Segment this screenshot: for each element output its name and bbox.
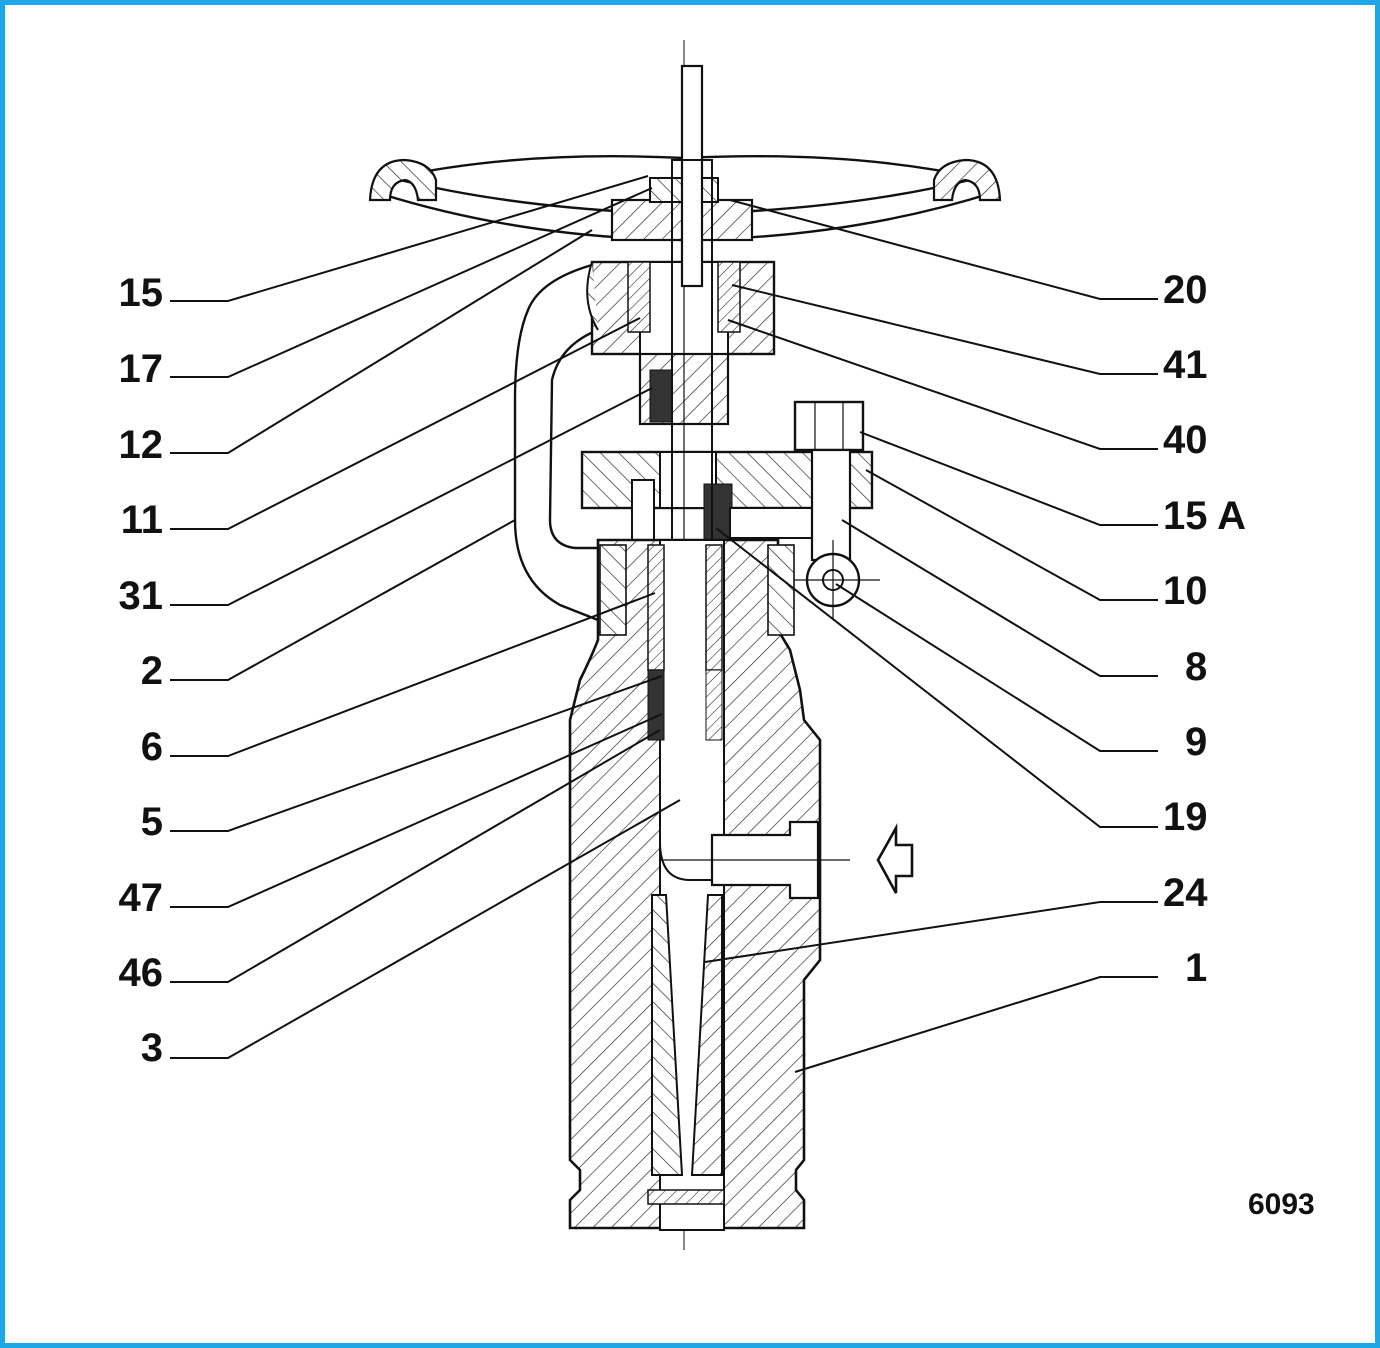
callout-15: 15 [119,271,164,315]
callout-24: 24 [1163,871,1208,915]
eye-bolt [790,400,880,620]
callout-8: 8 [1185,645,1207,689]
labels-left: 15 17 12 11 31 2 6 5 47 46 3 [119,271,164,1070]
callout-11: 11 [121,498,163,542]
callout-20: 20 [1163,268,1208,312]
callout-12: 12 [119,423,164,467]
figure-code: 6093 [1248,1188,1315,1221]
callout-5: 5 [141,800,163,844]
callout-31: 31 [119,574,164,618]
callout-10: 10 [1163,569,1208,613]
callout-3: 3 [141,1026,163,1070]
labels-right: 20 41 40 15 A 10 8 9 19 24 1 [1163,268,1246,990]
inlet-port [659,820,850,900]
seat [647,894,725,1205]
inlet-arrow-icon [876,823,914,894]
callout-9: 9 [1185,720,1207,764]
callout-15a: 15 A [1163,494,1246,538]
leader-lines-left [170,175,681,1059]
leader-lines-right [704,199,1158,1073]
callout-46: 46 [119,951,164,995]
callout-40: 40 [1163,418,1208,462]
callout-17: 17 [119,347,164,391]
callout-6: 6 [141,725,163,769]
callout-41: 41 [1163,343,1208,387]
callout-1: 1 [1185,946,1207,990]
callout-2: 2 [141,649,163,693]
callout-19: 19 [1163,795,1208,839]
callout-47: 47 [119,876,164,920]
